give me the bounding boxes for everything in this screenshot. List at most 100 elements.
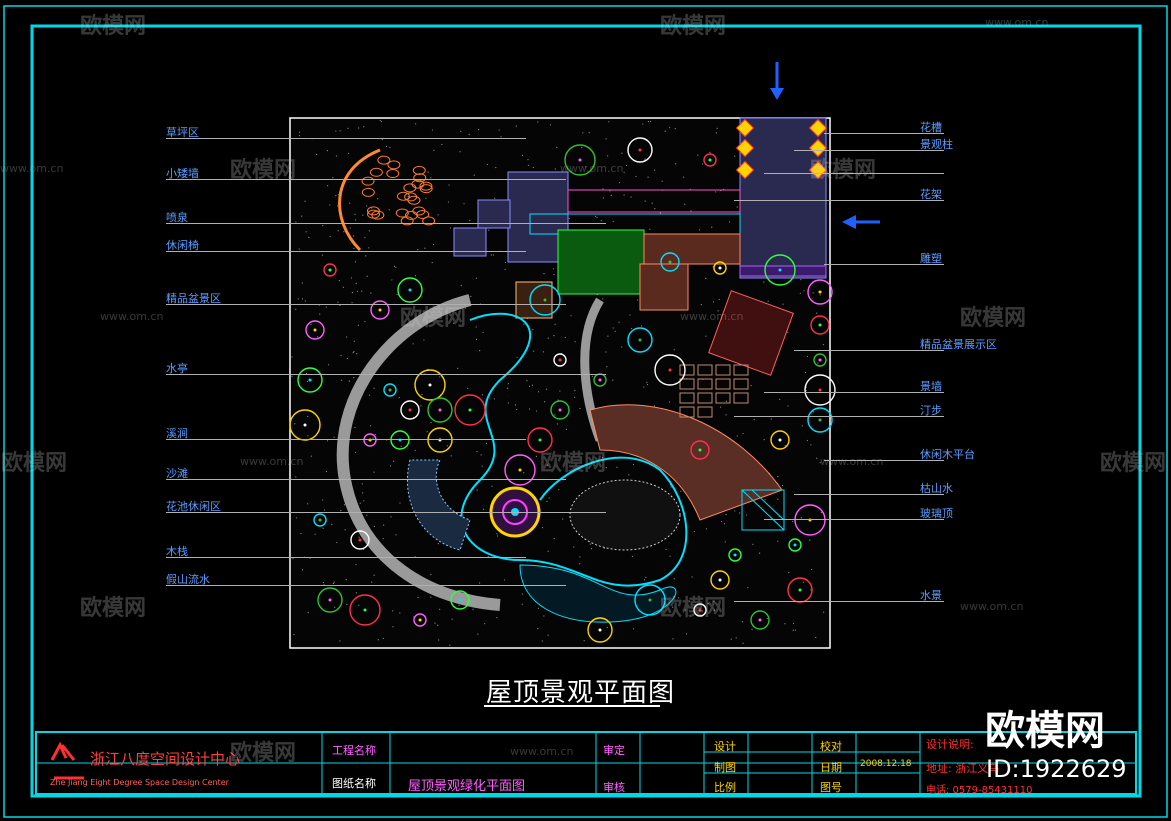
lawn-speck [574,389,576,392]
lawn-speck [521,603,523,605]
plant-center [668,368,672,372]
pebble [377,155,391,165]
left-leader-line [166,512,606,513]
pebble [400,216,414,226]
company-name-en: Zhe Jiang Eight Degree Space Design Cent… [50,778,229,787]
lawn-speck [368,394,371,396]
lawn-speck [595,215,597,217]
lawn-speck [614,330,616,332]
lawn-speck [348,380,351,382]
lawn-speck [673,349,675,351]
lawn-speck [792,629,794,631]
lawn-speck [349,227,351,229]
lawn-speck [350,277,353,279]
lawn-speck [434,622,436,624]
flower-box [735,138,755,158]
watermark-site: www.om.cn [960,600,1024,613]
lawn-speck [546,500,548,502]
lawn-speck [547,634,549,636]
plant-center [303,423,307,427]
lawn-speck [649,228,651,230]
lawn-speck [734,510,736,512]
lawn-speck [554,323,556,325]
lawn-speck [388,209,390,211]
pebble [404,210,418,220]
lawn-speck [448,184,450,186]
lawn-speck [621,152,623,154]
lawn-speck [399,502,401,504]
lawn-speck [332,582,334,585]
lawn-speck [812,411,814,413]
pebble [404,192,418,202]
lawn-speck [784,445,786,447]
plant-center [668,260,672,264]
plant-center [543,298,547,302]
lawn-speck [354,426,356,429]
lawn-speck [389,465,392,467]
lawn-speck [358,127,360,129]
lawn-speck [354,261,357,263]
lawn-speck [433,149,435,152]
lawn-speck [321,254,324,256]
plant-center [558,358,562,362]
right-label-8: 休闲木平台 [920,448,975,461]
lawn-speck [669,127,671,129]
lawn-speck [496,616,498,619]
lawn-speck [581,147,583,149]
lawn-speck [305,231,307,233]
lawn-speck [310,324,312,326]
lawn-speck [353,235,355,237]
phone-value: 电话: 0579-85431110 [926,785,1033,796]
lawn-speck [591,375,593,377]
lawn-speck [340,354,342,356]
lawn-speck [766,618,768,620]
left-label-10: 假山流水 [166,573,210,586]
lawn-speck [412,343,414,345]
sheet-label: 图号 [820,781,842,794]
plant-symbol [297,367,323,393]
plant-symbol [414,369,446,401]
lawn-speck [432,243,435,246]
lawn-speck [736,206,738,208]
lawn-speck [475,338,478,341]
lawn-speck [355,282,357,284]
flower-box [808,118,828,138]
lawn-speck [364,321,366,323]
left-leader-line [166,439,526,440]
right-leader-line [794,494,944,495]
lawn-speck [700,303,702,306]
lawn-speck [304,300,306,302]
left-label-9: 木栈 [166,545,188,558]
lawn-speck [322,224,324,227]
pebble [413,173,427,183]
lawn-speck [447,201,450,203]
stepping-stone [679,378,695,390]
lawn-speck [644,200,646,202]
lawn-speck [354,451,357,453]
lawn-speck [477,633,479,635]
plant-center [698,608,702,612]
left-leader-line [166,223,606,224]
lawn-speck [423,339,425,341]
lawn-speck [605,351,607,353]
lawn-speck [585,166,587,168]
lawn-speck [711,226,713,228]
plant-symbol [804,374,836,406]
lawn-speck [391,279,393,281]
plant-center [638,148,642,152]
plant-symbol [370,300,390,320]
lawn-speck [307,435,309,437]
lawn-speck [553,537,555,540]
plant-symbol [587,617,613,643]
lawn-speck [479,350,481,352]
lawn-speck [684,609,686,611]
lawn-speck [547,550,549,552]
watermark-site: www.om.cn [0,162,64,175]
lawn-speck [472,608,474,610]
plant-symbol [427,397,453,423]
watermark-brand: 欧模网 [80,596,147,621]
plant-symbol [390,430,410,450]
lawn-speck [493,398,495,400]
lawn-speck [291,375,293,377]
lawn-speck [819,294,821,296]
